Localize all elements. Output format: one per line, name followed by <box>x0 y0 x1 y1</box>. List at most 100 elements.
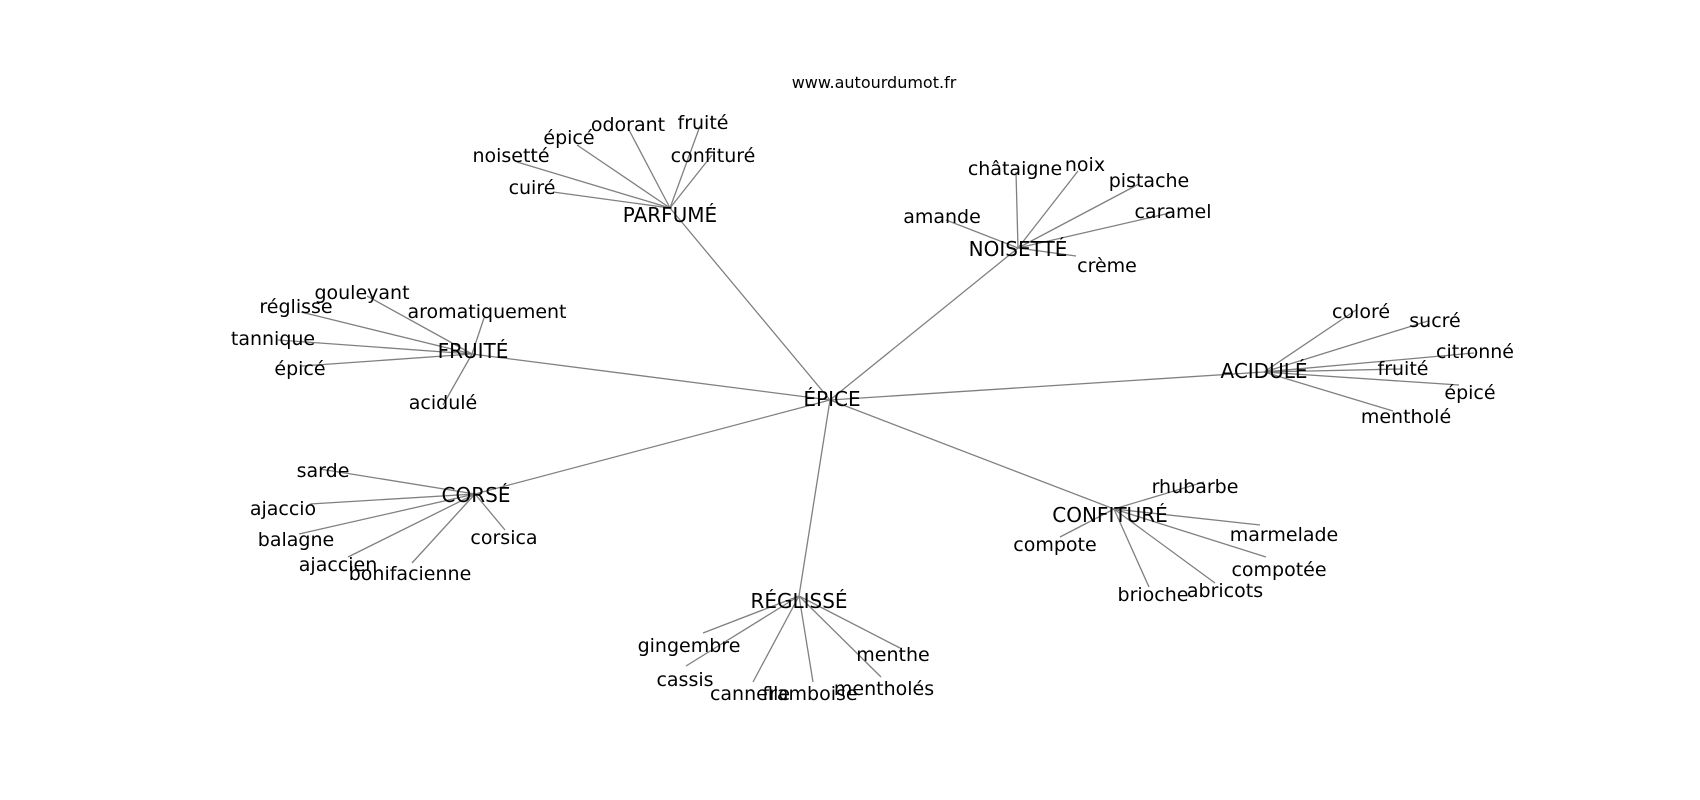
word-node: rhubarbe <box>1152 476 1239 498</box>
hub-node-noisette: NOISETTÉ <box>969 237 1068 261</box>
word-node: compotée <box>1231 559 1326 581</box>
edge-reglisse-1 <box>685 595 800 667</box>
hub-node-corse: CORSÉ <box>442 483 511 507</box>
edge-acidule-4 <box>1263 371 1460 386</box>
hub-node-acidule: ACIDULÉ <box>1220 359 1307 383</box>
edge-corse-2 <box>298 493 476 535</box>
edge-root-fruite <box>471 353 831 401</box>
edge-corse-3 <box>347 493 476 558</box>
edge-confiture-0 <box>1113 481 1205 510</box>
word-node: fruité <box>678 112 729 134</box>
edge-confiture-1 <box>1059 508 1115 538</box>
word-node: sucré <box>1409 310 1460 332</box>
edge-parfume-0 <box>552 191 671 209</box>
word-node: brioche <box>1118 584 1189 606</box>
edge-corse-0 <box>319 468 476 495</box>
word-node: balagne <box>258 529 334 551</box>
word-node: réglisse <box>259 296 332 318</box>
word-node: framboise <box>762 683 857 705</box>
word-node: citronné <box>1436 341 1514 363</box>
edge-reglisse-2 <box>752 595 800 683</box>
word-node: corsica <box>470 527 537 549</box>
edge-parfume-2 <box>576 144 671 209</box>
edge-confiture-5 <box>1113 508 1216 584</box>
edge-parfume-4 <box>669 125 701 209</box>
edge-acidule-2 <box>1263 352 1475 373</box>
word-node: crème <box>1077 255 1137 277</box>
word-node: noisetté <box>472 145 549 167</box>
word-node: cuiré <box>509 177 556 199</box>
hub-node-reglisse: RÉGLISSÉ <box>750 589 847 613</box>
word-node: aromatiquement <box>407 301 566 323</box>
word-node: tannique <box>231 328 315 350</box>
root-node: ÉPICE <box>803 387 860 411</box>
edge-confiture-3 <box>1113 508 1267 558</box>
hub-node-parfume: PARFUMÉ <box>623 203 717 227</box>
word-node: gingembre <box>638 635 741 657</box>
word-node: ajaccien <box>299 554 377 576</box>
edge-fruite-4 <box>301 353 473 367</box>
edge-noisette-1 <box>1015 171 1019 249</box>
edge-fruite-3 <box>277 339 473 355</box>
hub-node-fruite: FRUITÉ <box>438 339 509 363</box>
edge-root-reglisse <box>798 399 831 597</box>
word-node: cannelle <box>710 683 790 705</box>
edge-noisette-0 <box>945 219 1019 249</box>
word-node: noix <box>1065 154 1105 176</box>
word-node: châtaigne <box>968 158 1062 180</box>
edge-reglisse-0 <box>702 595 800 634</box>
word-node: confituré <box>671 145 756 167</box>
edge-root-noisette <box>829 247 1019 401</box>
edge-confiture-2 <box>1113 508 1261 526</box>
word-node: amande <box>903 206 981 228</box>
edge-acidule-5 <box>1263 371 1394 412</box>
word-node: odorant <box>591 114 665 136</box>
edge-noisette-4 <box>1017 212 1171 249</box>
graph-edges <box>277 125 1475 683</box>
edge-noisette-2 <box>1017 170 1079 249</box>
word-node: marmelade <box>1230 524 1339 546</box>
edge-fruite-2 <box>471 317 485 355</box>
word-node: épicé <box>543 127 594 149</box>
word-node: cassis <box>656 669 713 691</box>
edge-root-acidule <box>829 371 1265 401</box>
word-node: mentholés <box>834 678 934 700</box>
edge-noisette-3 <box>1017 183 1140 249</box>
source-watermark: www.autourdumot.fr <box>792 73 957 92</box>
edge-confiture-4 <box>1113 508 1150 588</box>
word-node: épicé <box>274 358 325 380</box>
word-node: pistache <box>1109 170 1190 192</box>
word-node: gouleyant <box>314 282 409 304</box>
edge-fruite-1 <box>300 311 473 355</box>
edge-noisette-5 <box>1017 247 1077 257</box>
edge-parfume-3 <box>627 127 671 209</box>
edge-root-parfume <box>669 207 831 401</box>
edge-corse-5 <box>474 493 506 531</box>
edge-reglisse-3 <box>798 595 814 683</box>
word-node: mentholé <box>1361 406 1451 428</box>
word-node: acidulé <box>409 392 477 414</box>
word-node: abricots <box>1187 580 1263 602</box>
word-node: coloré <box>1332 301 1390 323</box>
edge-reglisse-4 <box>798 595 901 649</box>
edge-reglisse-5 <box>798 595 882 678</box>
word-node: menthe <box>856 644 929 666</box>
edge-root-corse <box>474 399 831 495</box>
word-node: caramel <box>1134 201 1211 223</box>
word-node: sarde <box>297 460 350 482</box>
edge-parfume-5 <box>669 154 713 209</box>
edge-root-confiture <box>829 399 1115 510</box>
edge-parfume-1 <box>516 161 671 209</box>
word-node: fruité <box>1378 358 1429 380</box>
edge-fruite-0 <box>366 295 473 355</box>
hub-node-confiture: CONFITURÉ <box>1052 503 1167 527</box>
word-node: épicé <box>1444 382 1495 404</box>
edge-corse-4 <box>411 493 476 564</box>
edge-acidule-3 <box>1263 368 1403 373</box>
word-node: bonifacienne <box>349 563 472 585</box>
edge-corse-1 <box>309 493 476 505</box>
edge-fruite-5 <box>442 353 473 406</box>
edge-acidule-1 <box>1263 320 1429 373</box>
